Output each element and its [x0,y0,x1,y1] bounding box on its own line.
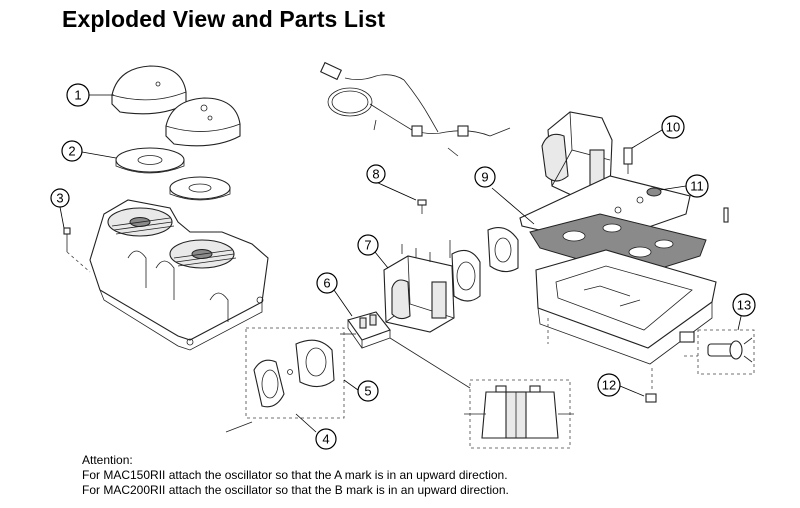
callout-11: 11 [685,174,709,198]
callout-13-label: 13 [737,298,751,313]
connector-part [684,329,755,375]
electromagnet-part [383,244,455,333]
callout-12: 12 [597,373,621,397]
callout-5: 5 [357,380,379,402]
diaphragm-part [449,227,519,302]
callout-5-label: 5 [364,384,371,399]
cover-part [111,65,241,147]
callout-10: 10 [661,115,685,139]
gasket-part [529,213,707,277]
callout-11-label: 11 [690,179,704,194]
attention-note: Attention: For MAC150RII attach the osci… [82,453,509,498]
callout-3: 3 [50,188,70,208]
oscillator-detail-part [464,379,574,449]
oscillator-part [340,311,471,389]
chamber-group-part [225,327,345,433]
callout-4-label: 4 [322,432,329,447]
callout-7-label: 7 [364,238,371,253]
foot-part [645,393,657,403]
attention-heading: Attention: [82,453,133,467]
base-case-part [535,249,717,392]
callout-12-label: 12 [602,378,616,393]
attention-line-mac150: For MAC150RII attach the oscillator so t… [82,468,508,482]
callout-1-label: 1 [74,88,81,103]
screw-part [63,227,91,273]
page-title: Exploded View and Parts List [62,6,386,32]
callout-9-label: 9 [481,170,488,185]
callout-10-label: 10 [666,120,680,135]
callout-4: 4 [315,428,337,450]
power-cord-part [319,61,511,157]
callout-2-label: 2 [68,144,75,159]
attention-line-mac200: For MAC200RII attach the oscillator so t… [82,483,509,497]
callout-9: 9 [474,166,496,188]
small-screw-part [417,199,427,214]
filter-part [115,147,231,201]
callout-2: 2 [61,140,83,162]
callout-3-label: 3 [56,191,63,206]
callout-6: 6 [316,272,338,294]
callout-13: 13 [732,293,756,317]
housing-part [89,199,269,351]
callout-1: 1 [66,83,90,107]
callout-8: 8 [366,164,386,184]
callout-7: 7 [357,234,379,256]
callout-6-label: 6 [323,276,330,291]
callout-8-label: 8 [372,167,379,182]
leader-lines [59,94,743,433]
